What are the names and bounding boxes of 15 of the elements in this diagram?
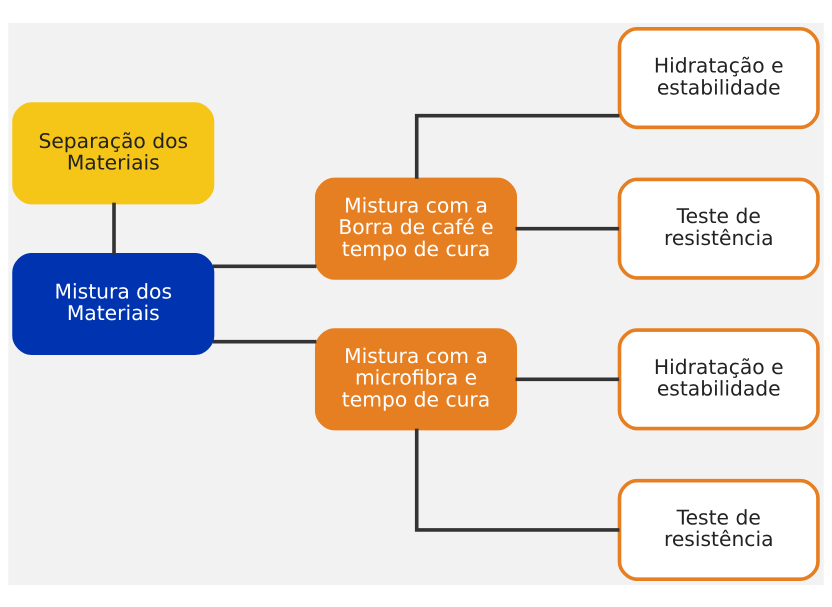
node-box: Mistura dos Materiais [12, 252, 214, 355]
node-box: Teste de resistência [618, 177, 820, 280]
node-box: Hidratação e estabilidade [618, 328, 820, 430]
connector [212, 264, 316, 268]
connector [212, 339, 316, 343]
node-box: Mistura com a microfibra e tempo de cura [314, 328, 518, 430]
node-box: Teste de resistência [618, 478, 820, 581]
node-box: Hidratação e estabilidade [618, 26, 820, 129]
node-box: Separação dos Materiais [12, 102, 214, 204]
connector [414, 113, 620, 178]
connector [112, 202, 116, 254]
connector [516, 226, 620, 230]
connector [516, 377, 620, 381]
node-box: Mistura com a Borra de café e tempo de cura [314, 177, 518, 280]
connector [414, 428, 620, 532]
